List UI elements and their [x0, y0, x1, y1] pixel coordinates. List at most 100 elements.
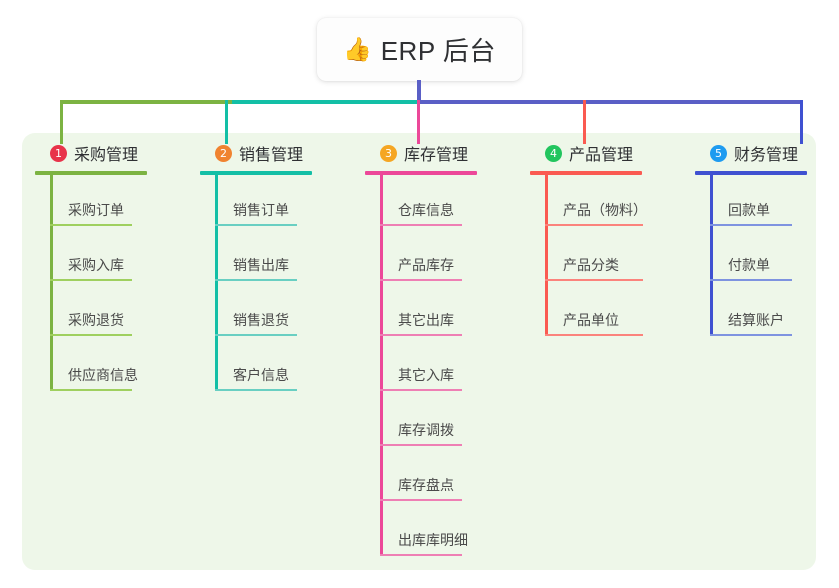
branch-item-rule [380, 224, 462, 226]
branch-header-rule [35, 171, 147, 175]
branch-item-rule [50, 334, 132, 336]
branch-item[interactable]: 采购订单 [35, 175, 147, 230]
connector-drop-2 [225, 100, 228, 144]
branch-item-rule [50, 279, 132, 281]
branch-item-label: 付款单 [728, 257, 770, 273]
branch-index-badge: 1 [50, 144, 67, 162]
branch-spine [545, 175, 548, 336]
branch-item-label: 客户信息 [233, 367, 289, 383]
branch-title: 采购管理 [74, 147, 139, 164]
branch-header-3[interactable]: 3 库存管理 [365, 142, 477, 164]
connector-h-segment-3 [417, 100, 802, 104]
branch-header-rule [365, 171, 477, 175]
branch-spine [710, 175, 713, 336]
branch-item-rule [380, 389, 462, 391]
connector-drop-3 [417, 100, 420, 144]
branch-item-rule [710, 279, 792, 281]
root-stem-connector [417, 80, 421, 102]
branch-item-list: 销售订单销售出库销售退货客户信息 [200, 175, 312, 395]
branch-item-rule [710, 334, 792, 336]
branch-header-rule [530, 171, 642, 175]
thumbs-up-icon: 👍 [343, 36, 372, 62]
branch-item-label: 其它出库 [398, 312, 454, 328]
branch-item-list: 采购订单采购入库采购退货供应商信息 [35, 175, 147, 395]
branch-title: 产品管理 [569, 147, 634, 164]
branch-item-rule [545, 334, 643, 336]
branch-item-list: 仓库信息产品库存其它出库其它入库库存调拨库存盘点出库库明细 [365, 175, 477, 560]
branch-header-4[interactable]: 4 产品管理 [530, 142, 642, 164]
branch-item-label: 产品分类 [563, 257, 619, 273]
branch-item[interactable]: 采购退货 [35, 285, 147, 340]
branch-item-list: 产品（物料） 产品分类产品单位 [530, 175, 647, 340]
branch-item[interactable]: 客户信息 [200, 340, 312, 395]
branch-item-label: 销售退货 [233, 312, 289, 328]
branch-column-3: 3 库存管理仓库信息产品库存其它出库其它入库库存调拨库存盘点出库库明细 [365, 142, 477, 560]
branch-item-label: 结算账户 [728, 312, 784, 328]
branch-item[interactable]: 供应商信息 [35, 340, 147, 395]
branch-header-5[interactable]: 5 财务管理 [695, 142, 807, 164]
branch-index-badge: 2 [215, 144, 232, 162]
branch-item-label: 产品库存 [398, 257, 454, 273]
branch-item-rule [50, 224, 132, 226]
branch-item-rule [710, 224, 792, 226]
branch-item-label: 采购订单 [68, 202, 124, 218]
branch-item[interactable]: 产品库存 [365, 230, 477, 285]
branch-item-label: 销售订单 [233, 202, 289, 218]
branch-item[interactable]: 库存盘点 [365, 450, 477, 505]
branch-spine [215, 175, 218, 391]
branch-index-badge: 5 [710, 144, 727, 162]
root-node[interactable]: 👍 ERP 后台 [317, 18, 522, 81]
branch-item[interactable]: 销售出库 [200, 230, 312, 285]
branch-item[interactable]: 产品单位 [530, 285, 643, 340]
branch-item[interactable]: 付款单 [695, 230, 807, 285]
branch-item[interactable]: 其它出库 [365, 285, 477, 340]
branch-item[interactable]: 出库库明细 [365, 505, 477, 560]
branch-title: 财务管理 [734, 147, 799, 164]
branch-item[interactable]: 销售退货 [200, 285, 312, 340]
branch-item-rule [50, 389, 132, 391]
branch-index-badge: 4 [545, 144, 562, 162]
branch-item[interactable]: 回款单 [695, 175, 807, 230]
connector-drop-5 [800, 100, 803, 144]
branch-title: 库存管理 [404, 147, 469, 164]
root-node-content: 👍 ERP 后台 [343, 31, 496, 68]
branch-header-2[interactable]: 2 销售管理 [200, 142, 312, 164]
branch-item[interactable]: 库存调拨 [365, 395, 477, 450]
branch-item-rule [215, 279, 297, 281]
branch-item[interactable]: 产品分类 [530, 230, 643, 285]
branch-item-rule [380, 554, 462, 556]
branch-title: 销售管理 [239, 147, 304, 164]
branch-item-rule [215, 334, 297, 336]
branch-item-label: 销售出库 [233, 257, 289, 273]
branch-item-rule [215, 389, 297, 391]
branch-item-label: 采购入库 [68, 257, 124, 273]
connector-drop-1 [60, 100, 63, 144]
branch-item-rule [380, 499, 462, 501]
branch-item-label: 产品单位 [563, 312, 619, 328]
branch-item-label: 采购退货 [68, 312, 124, 328]
branch-item-label: 库存盘点 [398, 477, 454, 493]
branch-spine [380, 175, 383, 556]
branches-panel [22, 133, 816, 570]
branch-item[interactable]: 仓库信息 [365, 175, 477, 230]
branch-header-1[interactable]: 1 采购管理 [35, 142, 147, 164]
branch-column-4: 4 产品管理产品（物料） 产品分类产品单位 [530, 142, 647, 340]
branch-item[interactable]: 产品（物料） [530, 175, 647, 230]
branch-header-rule [200, 171, 312, 175]
connector-drop-4 [583, 100, 586, 144]
branch-column-2: 2 销售管理销售订单销售出库销售退货客户信息 [200, 142, 312, 395]
branch-index-badge: 3 [380, 144, 397, 162]
branch-column-1: 1 采购管理采购订单采购入库采购退货供应商信息 [35, 142, 147, 395]
branch-item-label: 其它入库 [398, 367, 454, 383]
branch-item-label: 供应商信息 [68, 367, 138, 383]
branch-item-label: 回款单 [728, 202, 770, 218]
connector-h-segment-1 [60, 100, 232, 104]
root-node-label: ERP 后台 [380, 36, 496, 66]
branch-item[interactable]: 其它入库 [365, 340, 477, 395]
branch-spine [50, 175, 53, 391]
branch-item[interactable]: 销售订单 [200, 175, 312, 230]
connector-h-segment-2 [232, 100, 417, 104]
branch-item[interactable]: 结算账户 [695, 285, 807, 340]
branch-item[interactable]: 采购入库 [35, 230, 147, 285]
